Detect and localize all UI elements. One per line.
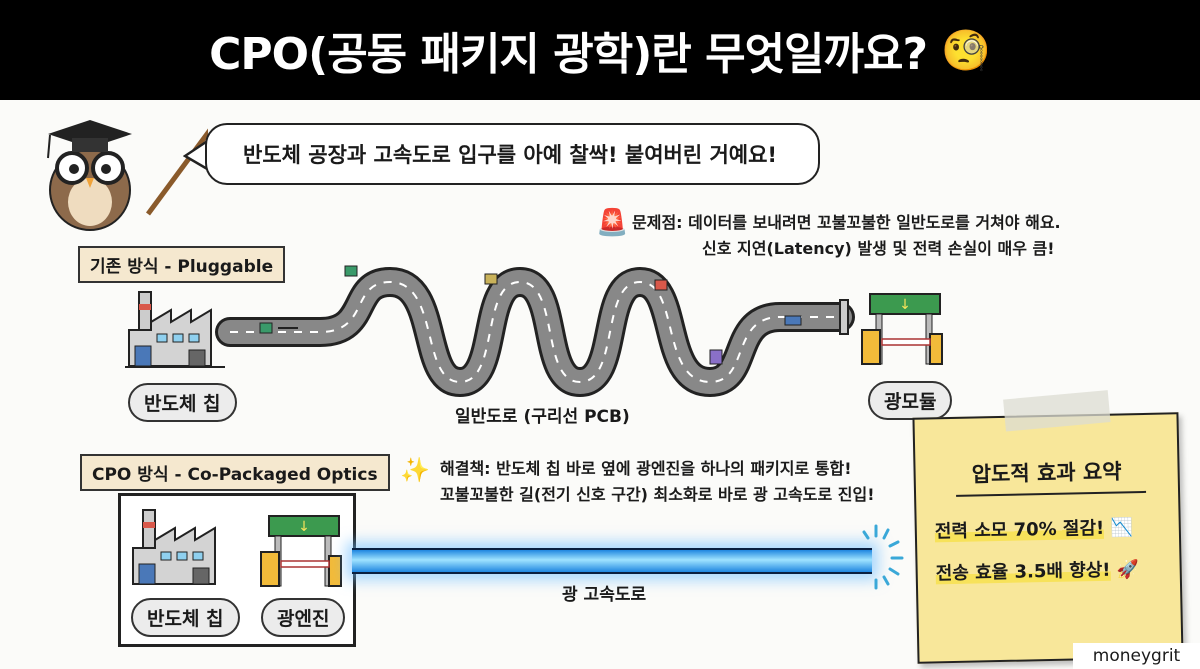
factory-chip-icon xyxy=(132,509,216,585)
solution-line-1: 해결책: 반도체 칩 바로 옆에 광엔진을 하나의 패키지로 통합! xyxy=(440,459,852,478)
page-title: CPO(공동 패키지 광학)란 무엇일까요? xyxy=(209,29,928,80)
cpo-chip-pill: 반도체 칩 xyxy=(131,598,240,637)
svg-text:↓: ↓ xyxy=(899,297,911,313)
problem-line-2: 신호 지연(Latency) 발생 및 전력 손실이 매우 큼! xyxy=(702,239,1055,258)
cpo-package-box: ↓ 반도체 칩 광엔진 xyxy=(118,493,356,647)
speech-bubble-text: 반도체 공장과 고속도로 입구를 아예 찰싹! 붙여버린 거예요! xyxy=(243,143,778,167)
chip-label-pill: 반도체 칩 xyxy=(128,383,237,422)
speech-bubble-tail xyxy=(183,138,210,172)
pluggable-label: 기존 방식 - Pluggable xyxy=(78,246,286,283)
speech-bubble: 반도체 공장과 고속도로 입구를 아예 찰싹! 붙여버린 거예요! xyxy=(205,123,820,185)
winding-copper-road xyxy=(215,265,855,398)
solution-text: 해결책: 반도체 칩 바로 옆에 광엔진을 하나의 패키지로 통합! 꼬불꼬불한… xyxy=(440,456,875,508)
efficiency-text: 전송 효율 3.5배 향상! xyxy=(935,559,1111,585)
problem-line-1: 문제점: 데이터를 보내려면 꼬불꼬불한 일반도로를 거쳐야 해요. xyxy=(632,213,1061,232)
svg-text:↓: ↓ xyxy=(298,519,310,535)
title-underline xyxy=(956,490,1147,497)
optical-engine-gate-icon: ↓ xyxy=(260,515,342,587)
cpo-label: CPO 방식 - Co-Packaged Optics xyxy=(80,454,390,491)
summary-line-power: 전력 소모 70% 절감! 📉 xyxy=(934,513,1134,543)
summary-line-efficiency: 전송 효율 3.5배 향상! 🚀 xyxy=(935,555,1139,585)
optical-engine-pill: 광엔진 xyxy=(261,598,346,637)
thinking-face-icon: 🧐 xyxy=(941,27,991,74)
siren-icon: 🚨 xyxy=(596,208,629,238)
owl-professor-icon xyxy=(47,120,208,231)
power-saving-text: 전력 소모 70% 절감! xyxy=(934,517,1105,543)
optical-highway-beam xyxy=(352,548,872,574)
watermark: moneygrit xyxy=(1073,643,1200,669)
summary-title: 압도적 효과 요약 xyxy=(971,459,1122,487)
tape xyxy=(1003,390,1111,432)
problem-text: 문제점: 데이터를 보내려면 꼬불꼬불한 일반도로를 거쳐야 해요. 신호 지연… xyxy=(632,210,1061,262)
title-bar: CPO(공동 패키지 광학)란 무엇일까요? 🧐 xyxy=(0,0,1200,100)
solution-line-2: 꼬불꼬불한 길(전기 신호 구간) 최소화로 바로 광 고속도로 진입! xyxy=(440,485,875,504)
light-burst-icon xyxy=(862,524,904,590)
optical-highway-label: 광 고속도로 xyxy=(562,585,647,605)
optical-module-pill: 광모듈 xyxy=(868,381,953,420)
sparkles-icon: ✨ xyxy=(400,456,430,484)
rocket-icon: 🚀 xyxy=(1116,559,1140,581)
optical-module-gate-icon: ↓ xyxy=(861,293,943,365)
chart-decreasing-icon: 📉 xyxy=(1110,517,1134,539)
factory-chip-icon xyxy=(125,291,225,368)
copper-road-label: 일반도로 (구리선 PCB) xyxy=(455,407,630,427)
summary-sticky-note: 압도적 효과 요약 전력 소모 70% 절감! 📉 전송 효율 3.5배 향상!… xyxy=(912,390,1184,664)
